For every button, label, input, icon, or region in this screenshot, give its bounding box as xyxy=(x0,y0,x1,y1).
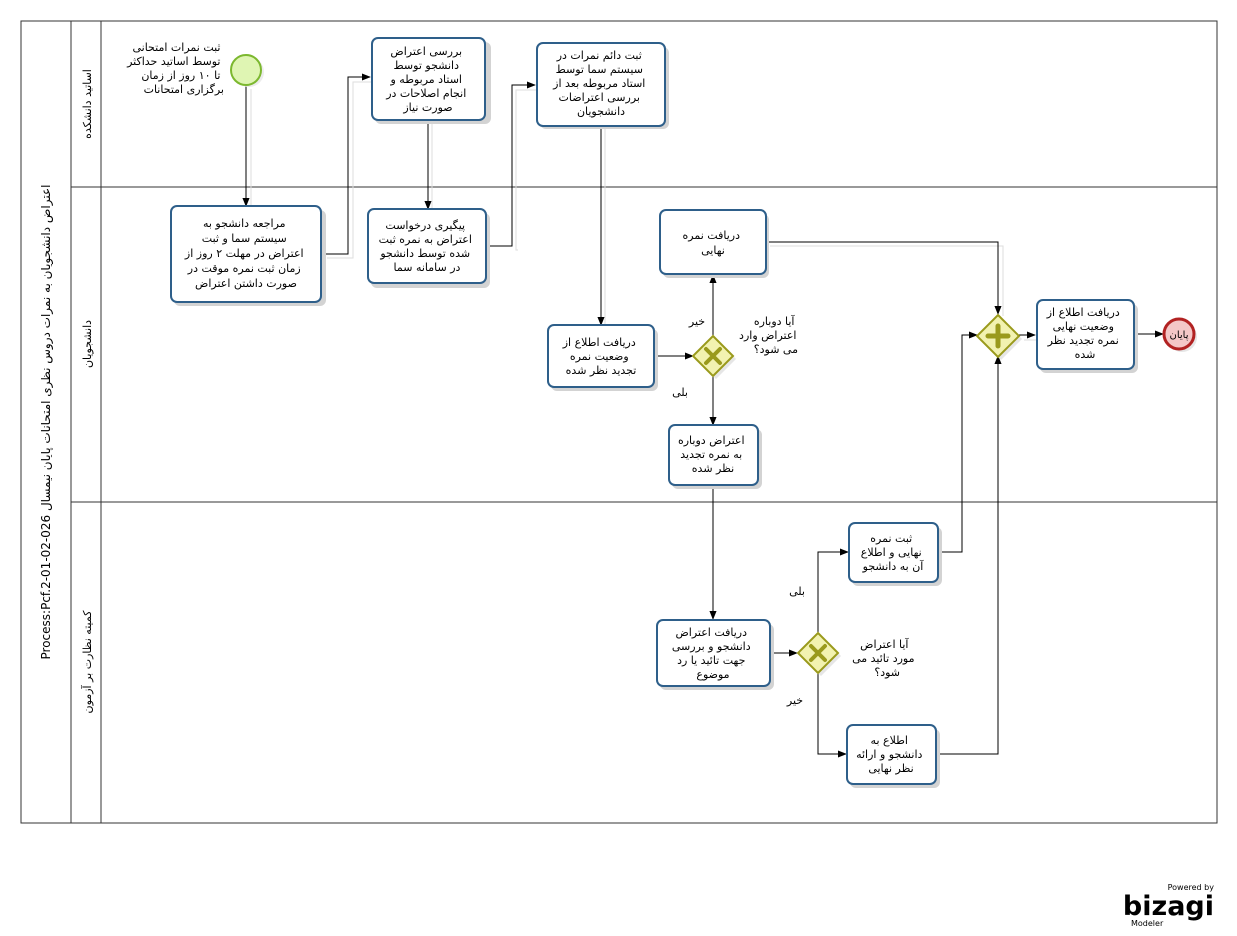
gateway-1-question: آیا دوباره اعتراض وارد می شود؟ xyxy=(739,314,800,356)
plus-icon xyxy=(985,323,1011,349)
parallel-gateway[interactable] xyxy=(975,313,1022,360)
task-final-status[interactable]: دریافت اطلاع از وضعیت نهایی نمره تجدید ن… xyxy=(1036,299,1138,373)
task-track-request[interactable]: پیگیری درخواست اعتراض به نمره ثبت شده تو… xyxy=(367,208,490,288)
gateway-1[interactable] xyxy=(691,334,736,379)
end-event[interactable]: پایان xyxy=(1162,317,1197,352)
flow-inform-to-join xyxy=(938,355,1002,755)
task-label: دریافت اعتراض دانشجو و بررسی جهت تائید ی… xyxy=(672,626,754,681)
task-permanent-registration[interactable]: ثبت دائم نمرات در سیستم سما توسط استاد م… xyxy=(536,42,669,129)
task-label: دریافت اطلاع از وضعیت نمره تجدید نظر شده xyxy=(562,336,639,377)
task-committee-review[interactable]: دریافت اعتراض دانشجو و بررسی جهت تائید ی… xyxy=(656,619,774,690)
end-label: پایان xyxy=(1169,330,1188,341)
pool-title: Process:Pcf.2-01-02-026 اعتراض دانشجویان… xyxy=(39,185,54,660)
gateway-1-yes-label: بلی xyxy=(672,386,688,399)
task-receive-final-grade[interactable]: دریافت نمره نهایی xyxy=(659,209,769,278)
start-annotation: ثبت نمرات امتحانی توسط اساتید حداکثر تا … xyxy=(126,41,224,96)
start-event[interactable] xyxy=(230,54,264,87)
lane-label-students: دانشجویان xyxy=(81,320,94,368)
flow-shadows xyxy=(250,81,1041,341)
task-label: اطلاع به دانشجو و ارائه نظر نهایی xyxy=(856,734,926,775)
flow-g2-no xyxy=(817,673,847,758)
gateway-2-no-label: خیر xyxy=(786,694,803,707)
gateway-2[interactable] xyxy=(796,631,841,676)
flow-refer-to-review xyxy=(322,73,371,255)
task-inform-student[interactable]: اطلاع به دانشجو و ارائه نظر نهایی xyxy=(846,724,940,788)
pool: Process:Pcf.2-01-02-026 اعتراض دانشجویان… xyxy=(20,20,1218,824)
gateway-2-yes-label: بلی xyxy=(789,585,805,598)
product-text: Modeler xyxy=(1131,919,1164,928)
task-label: بررسی اعتراض دانشجو توسط استاد مربوطه و … xyxy=(385,45,470,114)
task-label: ثبت نمره نهایی و اطلاع آن به دانشجو xyxy=(861,532,925,573)
task-label: ثبت دائم نمرات در سیستم سما توسط استاد م… xyxy=(552,49,649,118)
task-receive-revised-status[interactable]: دریافت اطلاع از وضعیت نمره تجدید نظر شده xyxy=(547,324,658,391)
flow-register-to-join xyxy=(940,331,978,553)
flow-final-grade-to-join xyxy=(766,241,1002,315)
powered-by-text: Powered by xyxy=(1168,883,1215,892)
x-icon xyxy=(809,644,827,662)
x-icon xyxy=(704,347,722,365)
flow-track-to-permanent xyxy=(487,81,536,247)
task-label: دریافت اطلاع از وضعیت نهایی نمره تجدید ن… xyxy=(1046,306,1123,361)
task-second-objection[interactable]: اعتراض دوباره به نمره تجدید نظر شده xyxy=(668,424,762,489)
task-label: مراجعه دانشجو به سیستم سما و ثبت اعتراض … xyxy=(184,217,307,290)
lane-label-committee: کمیته نظارت بر آزمون xyxy=(80,610,94,714)
brand-text: bizagi xyxy=(1123,891,1214,922)
task-label: اعتراض دوباره به نمره تجدید نظر شده xyxy=(678,434,748,475)
gateway-2-question: آیا اعتراض مورد تائید می شود؟ xyxy=(852,637,918,679)
task-student-refer[interactable]: مراجعه دانشجو به سیستم سما و ثبت اعتراض … xyxy=(170,205,326,306)
task-review-objection[interactable]: بررسی اعتراض دانشجو توسط استاد مربوطه و … xyxy=(371,37,491,124)
task-label: پیگیری درخواست اعتراض به نمره ثبت شده تو… xyxy=(379,219,476,274)
sequence-flows xyxy=(242,73,1164,758)
flow-g2-yes xyxy=(817,548,849,633)
lane-label-faculty: اساتید دانشکده xyxy=(81,69,94,139)
task-label: دریافت نمره نهایی xyxy=(683,229,744,257)
bizagi-logo: Powered by bizagi Modeler xyxy=(1123,883,1214,928)
task-register-final-grade[interactable]: ثبت نمره نهایی و اطلاع آن به دانشجو xyxy=(848,522,942,586)
gateway-1-no-label: خیر xyxy=(688,315,705,328)
